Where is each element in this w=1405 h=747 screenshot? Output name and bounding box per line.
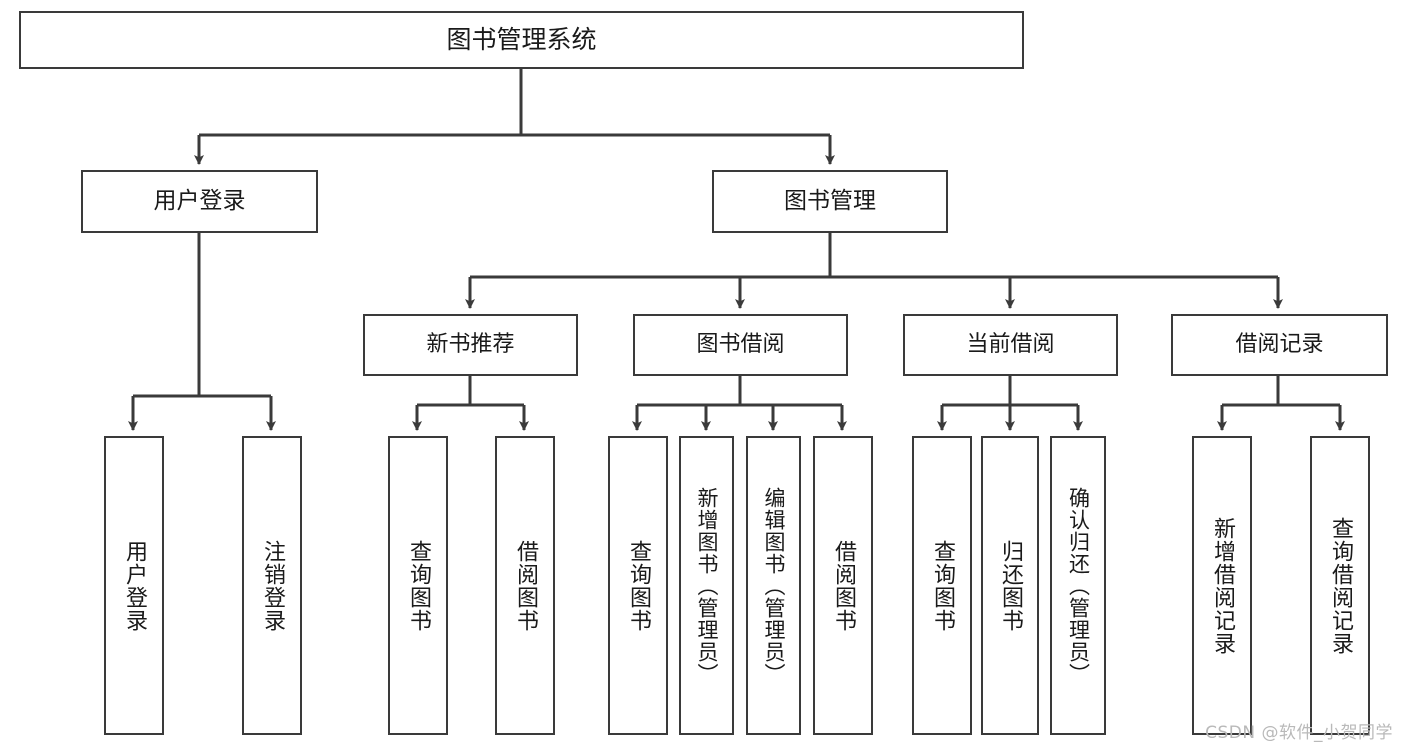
leaf-borrow-query-book[interactable]: 查询图书 <box>608 436 668 735</box>
leaf-user-login[interactable]: 用户登录 <box>104 436 164 735</box>
node-book-management-label: 图书管理 <box>784 187 876 214</box>
leaf-borrow-query-book-label: 查询图书 <box>626 539 651 632</box>
leaf-borrow-book[interactable]: 借阅图书 <box>813 436 873 735</box>
leaf-new-book-borrow[interactable]: 借阅图书 <box>495 436 555 735</box>
leaf-query-borrow-record-label: 查询借阅记录 <box>1328 516 1353 655</box>
leaf-logout[interactable]: 注销登录 <box>242 436 302 735</box>
leaf-query-borrow-record[interactable]: 查询借阅记录 <box>1310 436 1370 735</box>
node-borrow-record-label: 借阅记录 <box>1235 332 1324 358</box>
leaf-edit-book-admin-label: 编辑图书（管理员） <box>762 486 786 685</box>
leaf-user-login-label: 用户登录 <box>122 539 147 632</box>
node-borrow-record[interactable]: 借阅记录 <box>1171 314 1388 376</box>
leaf-confirm-return-admin[interactable]: 确认归还（管理员） <box>1050 436 1106 735</box>
node-current-borrow-label: 当前借阅 <box>966 332 1055 358</box>
leaf-add-book-admin[interactable]: 新增图书（管理员） <box>679 436 734 735</box>
leaf-add-book-admin-label: 新增图书（管理员） <box>695 486 719 685</box>
leaf-logout-label: 注销登录 <box>260 539 285 632</box>
leaf-return-book[interactable]: 归还图书 <box>981 436 1039 735</box>
node-book-borrow[interactable]: 图书借阅 <box>633 314 848 376</box>
node-new-book-recommend[interactable]: 新书推荐 <box>363 314 578 376</box>
node-current-borrow[interactable]: 当前借阅 <box>903 314 1118 376</box>
node-user-login[interactable]: 用户登录 <box>81 170 318 233</box>
node-book-management[interactable]: 图书管理 <box>712 170 948 233</box>
leaf-current-query-book-label: 查询图书 <box>930 539 955 632</box>
watermark: CSDN @软件_小贺同学 <box>1205 723 1393 743</box>
leaf-current-query-book[interactable]: 查询图书 <box>912 436 972 735</box>
leaf-edit-book-admin[interactable]: 编辑图书（管理员） <box>746 436 801 735</box>
leaf-confirm-return-admin-label: 确认归还（管理员） <box>1066 486 1091 685</box>
node-book-borrow-label: 图书借阅 <box>696 332 785 358</box>
leaf-return-book-label: 归还图书 <box>998 539 1023 632</box>
leaf-new-book-query[interactable]: 查询图书 <box>388 436 448 735</box>
leaf-add-borrow-record-label: 新增借阅记录 <box>1210 516 1235 655</box>
node-new-book-recommend-label: 新书推荐 <box>426 332 515 358</box>
leaf-new-book-borrow-label: 借阅图书 <box>513 539 538 632</box>
node-root[interactable]: 图书管理系统 <box>19 11 1024 69</box>
leaf-add-borrow-record[interactable]: 新增借阅记录 <box>1192 436 1252 735</box>
node-root-label: 图书管理系统 <box>446 25 597 55</box>
leaf-new-book-query-label: 查询图书 <box>406 539 431 632</box>
node-user-login-label: 用户登录 <box>153 187 246 214</box>
leaf-borrow-book-label: 借阅图书 <box>831 539 856 632</box>
